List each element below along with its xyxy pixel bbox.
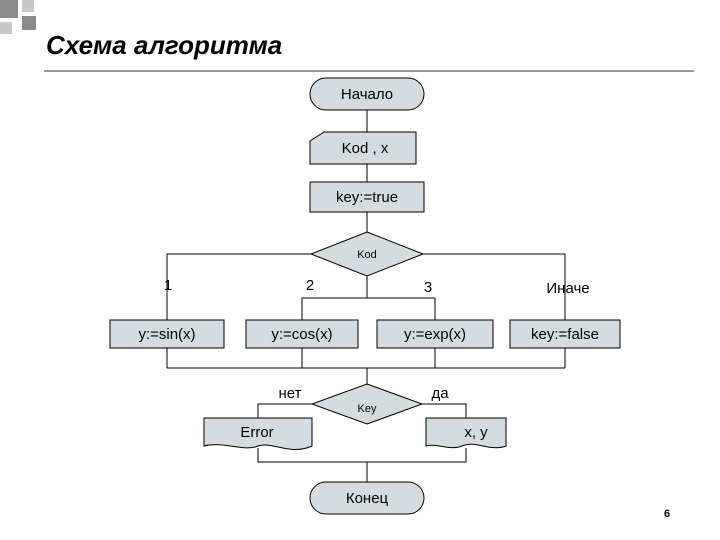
- decision-key: [310, 383, 424, 425]
- case-label-1: 1: [164, 277, 172, 294]
- case-action-1-label: y:=sin(x): [138, 326, 195, 343]
- connector-key-yes: [422, 403, 467, 418]
- branch-no-label: нет: [279, 385, 302, 402]
- output-result-label: x, y: [464, 424, 488, 441]
- corner-square-light-1: [22, 0, 34, 12]
- page-number: 6: [664, 508, 671, 520]
- input-shape: [309, 131, 417, 165]
- title-underline: [44, 70, 694, 72]
- connector-key-no: [257, 403, 312, 418]
- case-action-2-label: y:=cos(x): [271, 326, 332, 343]
- case-action-4-label: key:=false: [531, 326, 599, 343]
- start-label: Начало: [341, 86, 393, 103]
- connectors: [166, 110, 566, 482]
- decision-kod-label: Kod: [357, 249, 377, 261]
- branch-yes-label: да: [431, 385, 449, 402]
- output-error-shape: [203, 417, 313, 451]
- case-action-4: [509, 319, 621, 349]
- output-error-label: Error: [240, 424, 273, 441]
- corner-square-light-2: [0, 22, 12, 34]
- case-label-3: 3: [424, 279, 432, 296]
- connector-error-merge: [257, 448, 467, 463]
- connector-case-2: [301, 276, 368, 320]
- case-action-2: [245, 319, 359, 349]
- connector-case-left: [166, 253, 311, 320]
- end-terminal: [309, 481, 425, 515]
- slide-title: Схема алгоритма: [46, 30, 283, 60]
- case-label-2: 2: [306, 277, 314, 294]
- input-label: Kod , x: [342, 140, 389, 157]
- case-action-3: [376, 319, 494, 349]
- case-label-else: Иначе: [546, 280, 589, 297]
- end-label: Конец: [346, 490, 389, 507]
- decision-key-label: Key: [358, 403, 377, 415]
- connector-case-right: [423, 253, 566, 320]
- corner-square-dark-2: [22, 16, 36, 30]
- corner-square-dark-1: [0, 0, 18, 18]
- case-action-1: [109, 319, 225, 349]
- init-process: [309, 181, 425, 213]
- case-action-3-label: y:=exp(x): [404, 326, 466, 343]
- start-terminal: [309, 77, 425, 111]
- decision-kod: [309, 231, 425, 277]
- output-result-shape: [425, 417, 507, 449]
- connector-case-3: [367, 297, 436, 320]
- init-label: key:=true: [336, 189, 398, 206]
